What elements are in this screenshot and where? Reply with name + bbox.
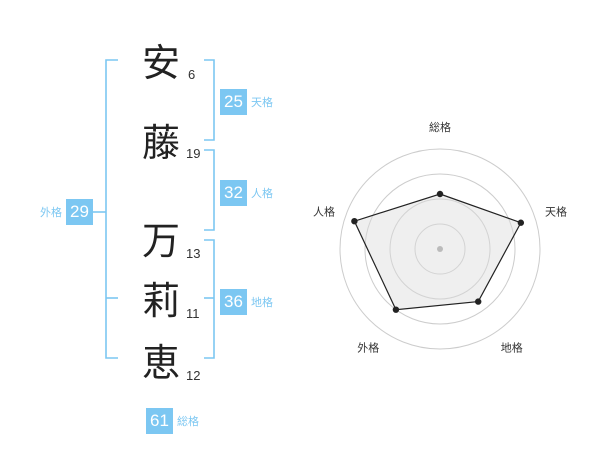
radar-ring-2 (389, 198, 491, 300)
radar-ring-1 (414, 223, 466, 275)
radar-polygon (353, 193, 522, 311)
stroke-count-5: 12 (186, 368, 201, 383)
soukaku-badge: 61 総格 (146, 408, 199, 434)
name-char-2: 藤 (142, 121, 181, 165)
chikaku-badge: 36 地格 (220, 289, 273, 315)
radar-point-3 (475, 298, 482, 305)
radar-axis-label-4: 外格 (357, 341, 379, 355)
jinkaku-value: 32 (220, 180, 247, 206)
chikaku-bracket (204, 239, 215, 359)
radar-axis-label-3: 地格 (501, 341, 523, 355)
radar-axis-label-2: 天格 (545, 204, 567, 218)
jinkaku-badge: 32 人格 (220, 180, 273, 206)
gaikaku-value: 29 (66, 199, 93, 225)
stroke-count-1: 6 (188, 67, 196, 82)
jinkaku-label: 人格 (251, 187, 273, 200)
tenkaku-bracket (204, 59, 215, 141)
radar-point-1 (436, 190, 444, 198)
radar-ring-3 (364, 173, 516, 325)
name-char-5: 恵 (142, 341, 181, 385)
chikaku-label: 地格 (251, 296, 273, 309)
tenkaku-label: 天格 (251, 96, 273, 109)
tenkaku-value: 25 (220, 89, 247, 115)
radar-axis-label-5: 人格 (313, 204, 335, 218)
name-char-1: 安 (142, 41, 181, 85)
stroke-count-3: 13 (186, 246, 201, 261)
gaikaku-label: 外格 (40, 206, 62, 219)
tenkaku-badge: 25 天格 (220, 89, 273, 115)
radar-point-2 (517, 219, 525, 226)
jinkaku-bracket (204, 149, 215, 231)
chikaku-value: 36 (220, 289, 247, 315)
radar-ring-4 (339, 148, 541, 350)
soukaku-value: 61 (146, 408, 173, 434)
radar-axis-label-1: 総格 (429, 120, 451, 134)
gaikaku-badge: 外格 29 (40, 199, 93, 225)
name-char-3: 万 (142, 219, 181, 263)
soukaku-label: 総格 (177, 415, 199, 428)
radar-point-4 (392, 306, 400, 313)
gaikaku-bracket (105, 59, 118, 359)
stroke-count-2: 19 (186, 146, 201, 161)
radar-center-dot (437, 246, 443, 252)
name-char-4: 莉 (142, 279, 181, 323)
radar-point-5 (351, 217, 358, 225)
stroke-count-4: 11 (186, 306, 200, 321)
